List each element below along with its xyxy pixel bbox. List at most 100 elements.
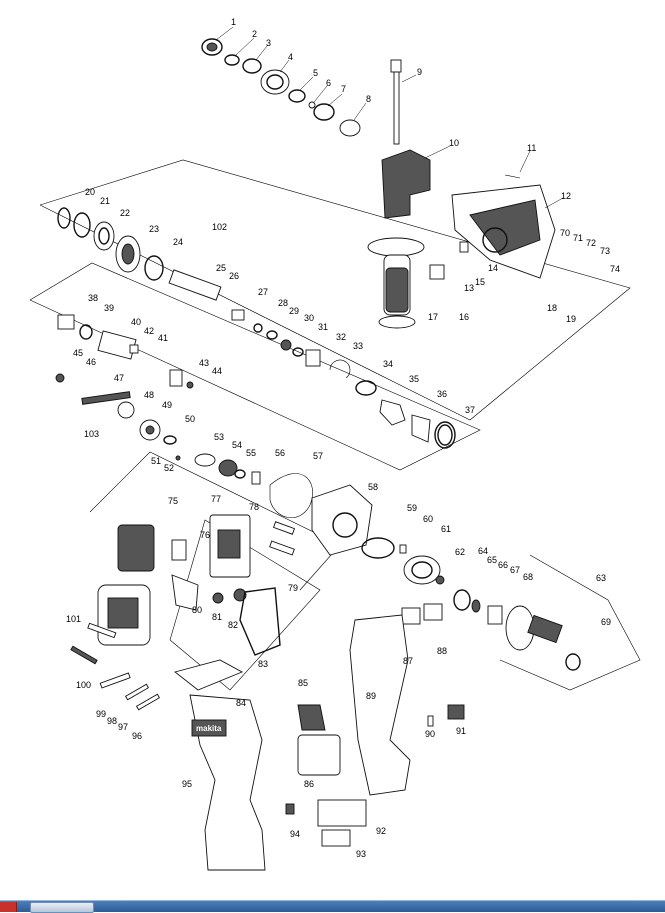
label-30: 30 (304, 313, 314, 323)
label-56: 56 (275, 448, 285, 458)
label-93: 93 (356, 849, 366, 859)
label-43: 43 (199, 358, 209, 368)
label-98: 98 (107, 716, 117, 726)
label-38: 38 (88, 293, 98, 303)
brand-mark: makita (196, 724, 222, 733)
label-70: 70 (560, 228, 570, 238)
label-89: 89 (366, 691, 376, 701)
label-36: 36 (437, 389, 447, 399)
label-87: 87 (403, 656, 413, 666)
label-20: 20 (85, 187, 95, 197)
small-parts (70, 622, 161, 711)
label-76: 76 (200, 530, 210, 540)
label-9: 9 (417, 67, 422, 77)
label-81: 81 (212, 612, 222, 622)
label-32: 32 (336, 332, 346, 342)
label-75: 75 (168, 496, 178, 506)
label-77: 77 (211, 494, 221, 504)
label-78: 78 (249, 502, 259, 512)
label-1: 1 (231, 17, 236, 27)
label-66: 66 (498, 560, 508, 570)
label-69: 69 (601, 617, 611, 627)
label-46: 46 (86, 357, 96, 367)
label-7: 7 (341, 84, 346, 94)
label-13: 13 (464, 283, 474, 293)
label-58: 58 (368, 482, 378, 492)
label-24: 24 (173, 237, 183, 247)
label-28: 28 (278, 298, 288, 308)
label-57: 57 (313, 451, 323, 461)
label-3: 3 (266, 38, 271, 48)
label-95: 95 (182, 779, 192, 789)
callout-numbers: 1 2 3 4 5 6 7 8 9 10 11 12 13 14 15 16 1… (66, 17, 620, 859)
label-18: 18 (547, 303, 557, 313)
label-80: 80 (192, 605, 202, 615)
label-29: 29 (289, 306, 299, 316)
label-25: 25 (216, 263, 226, 273)
label-51: 51 (151, 456, 161, 466)
label-33: 33 (353, 341, 363, 351)
label-26: 26 (229, 271, 239, 281)
label-82: 82 (228, 620, 238, 630)
label-8: 8 (366, 94, 371, 104)
label-17: 17 (428, 312, 438, 322)
label-88: 88 (437, 646, 447, 656)
taskbar-window-button[interactable] (30, 902, 94, 913)
label-19: 19 (566, 314, 576, 324)
clutch-parts (55, 314, 261, 485)
label-48: 48 (144, 390, 154, 400)
label-10: 10 (449, 138, 459, 148)
label-41: 41 (158, 333, 168, 343)
label-103: 103 (84, 429, 99, 439)
label-6: 6 (326, 78, 331, 88)
housing-parts (189, 614, 465, 871)
label-65: 65 (487, 555, 497, 565)
leader-lines (215, 26, 564, 209)
label-99: 99 (96, 709, 106, 719)
label-11: 11 (527, 143, 536, 153)
label-94: 94 (290, 829, 300, 839)
label-79: 79 (288, 583, 298, 593)
label-52: 52 (164, 463, 174, 473)
label-86: 86 (304, 779, 314, 789)
label-85: 85 (298, 678, 308, 688)
label-101: 101 (66, 614, 81, 624)
start-button[interactable] (0, 902, 17, 912)
label-54: 54 (232, 440, 242, 450)
label-90: 90 (425, 729, 435, 739)
label-102: 102 (212, 222, 227, 232)
label-64: 64 (478, 546, 488, 556)
side-handle (367, 149, 431, 329)
label-22: 22 (120, 208, 130, 218)
label-14: 14 (488, 263, 498, 273)
label-92: 92 (376, 826, 386, 836)
label-74: 74 (610, 264, 620, 274)
label-68: 68 (523, 572, 533, 582)
label-59: 59 (407, 503, 417, 513)
label-45: 45 (73, 348, 83, 358)
label-39: 39 (104, 303, 114, 313)
label-100: 100 (76, 680, 91, 690)
label-27: 27 (258, 287, 268, 297)
label-5: 5 (313, 68, 318, 78)
label-12: 12 (561, 191, 571, 201)
label-16: 16 (459, 312, 469, 322)
label-62: 62 (455, 547, 465, 557)
gear-housing (429, 174, 556, 280)
label-2: 2 (252, 29, 257, 39)
label-44: 44 (212, 366, 222, 376)
group-outlines (29, 159, 641, 691)
label-34: 34 (383, 359, 393, 369)
label-21: 21 (100, 196, 110, 206)
label-96: 96 (132, 731, 142, 741)
label-37: 37 (465, 405, 475, 415)
label-53: 53 (214, 432, 224, 442)
label-67: 67 (510, 565, 520, 575)
top-parts (201, 38, 402, 145)
label-55: 55 (246, 448, 256, 458)
label-73: 73 (600, 246, 610, 256)
label-23: 23 (149, 224, 159, 234)
taskbar (0, 900, 665, 913)
label-31: 31 (318, 322, 328, 332)
